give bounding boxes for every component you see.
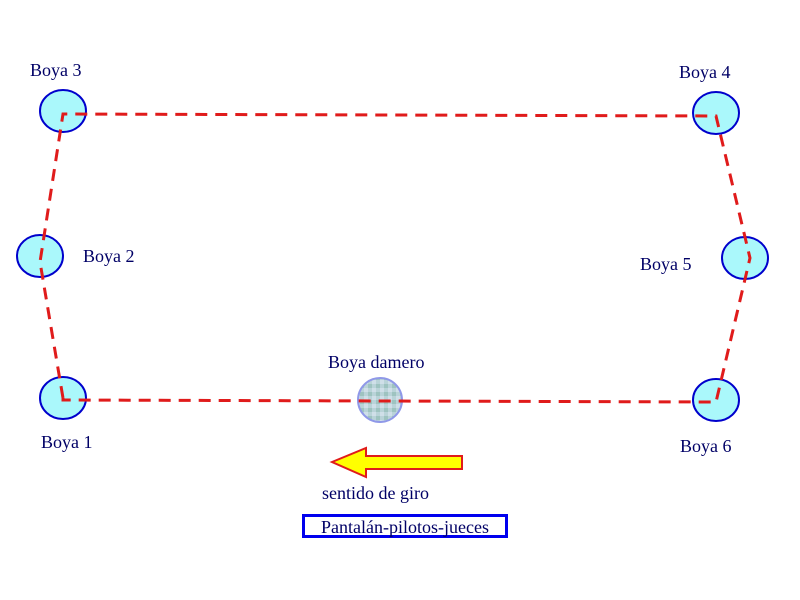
direction-label: sentido de giro bbox=[322, 483, 429, 503]
buoy-2-label: Boya 2 bbox=[83, 246, 135, 266]
buoy-4-label: Boya 4 bbox=[679, 62, 731, 82]
buoy-6-label: Boya 6 bbox=[680, 436, 732, 456]
buoy-3-label: Boya 3 bbox=[30, 60, 82, 80]
direction-arrow bbox=[329, 446, 463, 479]
buoy-4-marker bbox=[692, 91, 740, 135]
checkered-buoy-label: Boya damero bbox=[328, 352, 425, 372]
buoy-1-label: Boya 1 bbox=[41, 432, 93, 452]
buoy-5-label: Boya 5 bbox=[640, 254, 692, 274]
dock-label: Pantalán-pilotos-jueces bbox=[302, 514, 508, 538]
buoy-3-marker bbox=[39, 89, 87, 133]
buoy-6-marker bbox=[692, 378, 740, 422]
course-path bbox=[38, 112, 752, 404]
